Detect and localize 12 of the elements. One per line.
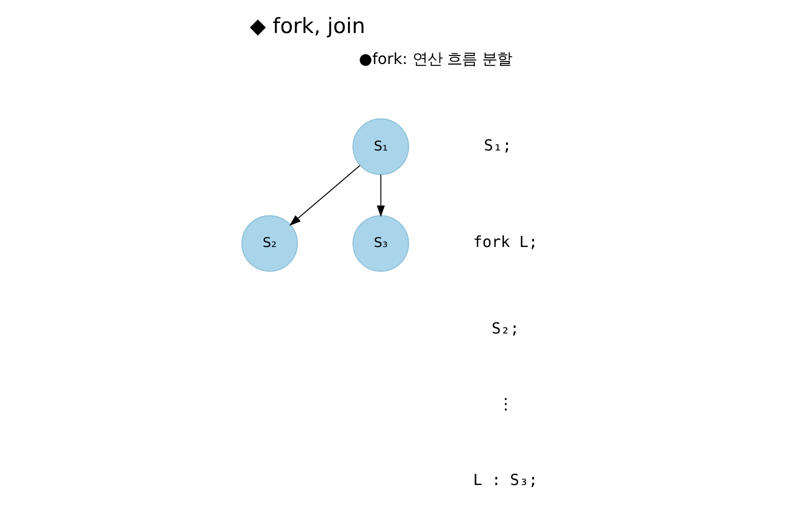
label: ⋮ — [498, 395, 513, 414]
label: S₂; — [492, 319, 520, 338]
node-circle: S₂ — [241, 215, 298, 272]
arrow — [376, 174, 385, 218]
node-circle: S₁ — [352, 118, 410, 175]
label: L : S₃; — [473, 470, 538, 489]
label: fork L; — [473, 233, 538, 252]
node-circle: S₃ — [352, 215, 410, 272]
diagram-title: ◆ fork, join — [250, 13, 366, 38]
label: ●fork: 연산 흐름 분할 — [358, 50, 512, 68]
label: S₁; — [484, 136, 512, 154]
arrow — [289, 165, 360, 226]
